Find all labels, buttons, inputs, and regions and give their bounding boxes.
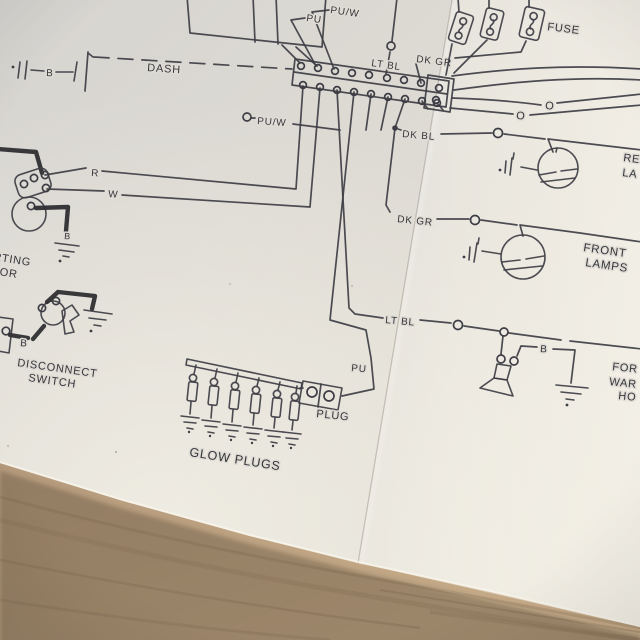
photo-vignette <box>0 0 640 640</box>
photo-of-wiring-diagram-page: B DASH PU/W PU LT BL DK GR <box>0 0 640 640</box>
wiring-diagram-photo: B DASH PU/W PU LT BL DK GR <box>0 0 640 640</box>
